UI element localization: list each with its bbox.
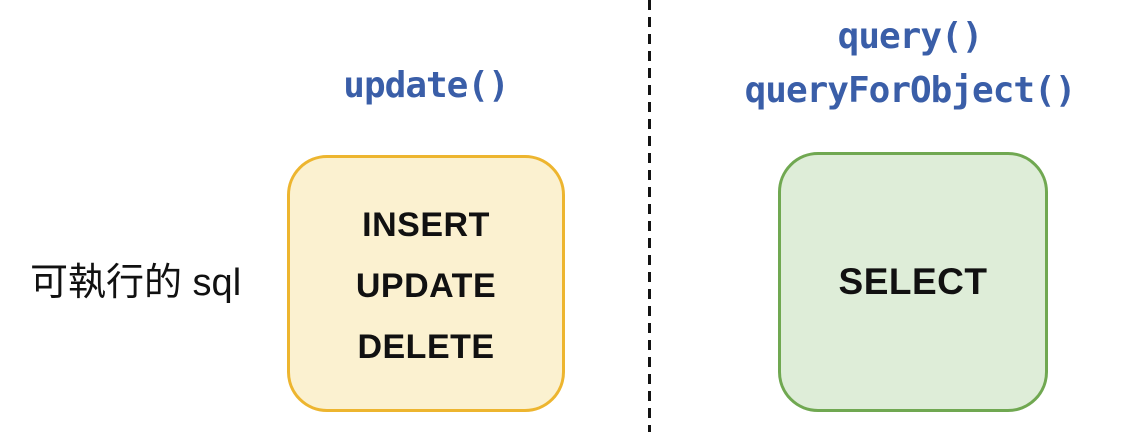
stmt-select: SELECT [838, 261, 988, 302]
row-label-executable-sql: 可執行的 sql [30, 262, 242, 304]
stmt-delete: DELETE [357, 328, 495, 366]
update-method-label: update() [343, 65, 509, 106]
query-for-object-method-label: queryForObject() [744, 70, 1077, 111]
query-method-label: query() [837, 16, 984, 57]
select-statement-box: SELECT [778, 152, 1048, 412]
stmt-insert: INSERT [362, 206, 490, 244]
dashed-divider-line [648, 0, 651, 432]
dml-statements-box: INSERT UPDATE DELETE [287, 155, 565, 412]
stmt-update: UPDATE [355, 267, 497, 305]
query-method-labels: query() queryForObject() [690, 10, 1130, 118]
